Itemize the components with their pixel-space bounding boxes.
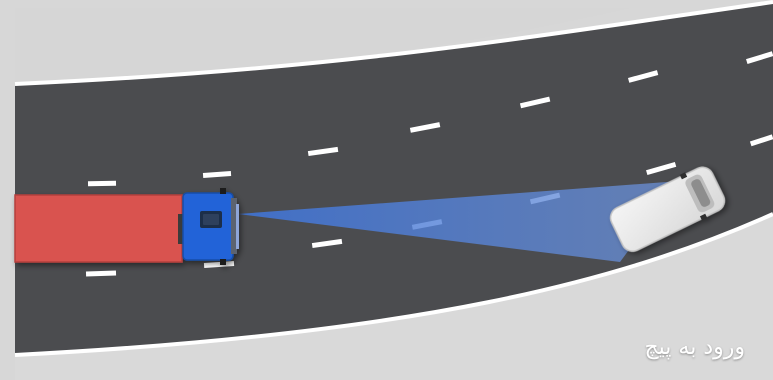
caption: ورود به پیچ	[644, 335, 745, 360]
trailer	[15, 195, 182, 262]
truck	[15, 188, 239, 265]
